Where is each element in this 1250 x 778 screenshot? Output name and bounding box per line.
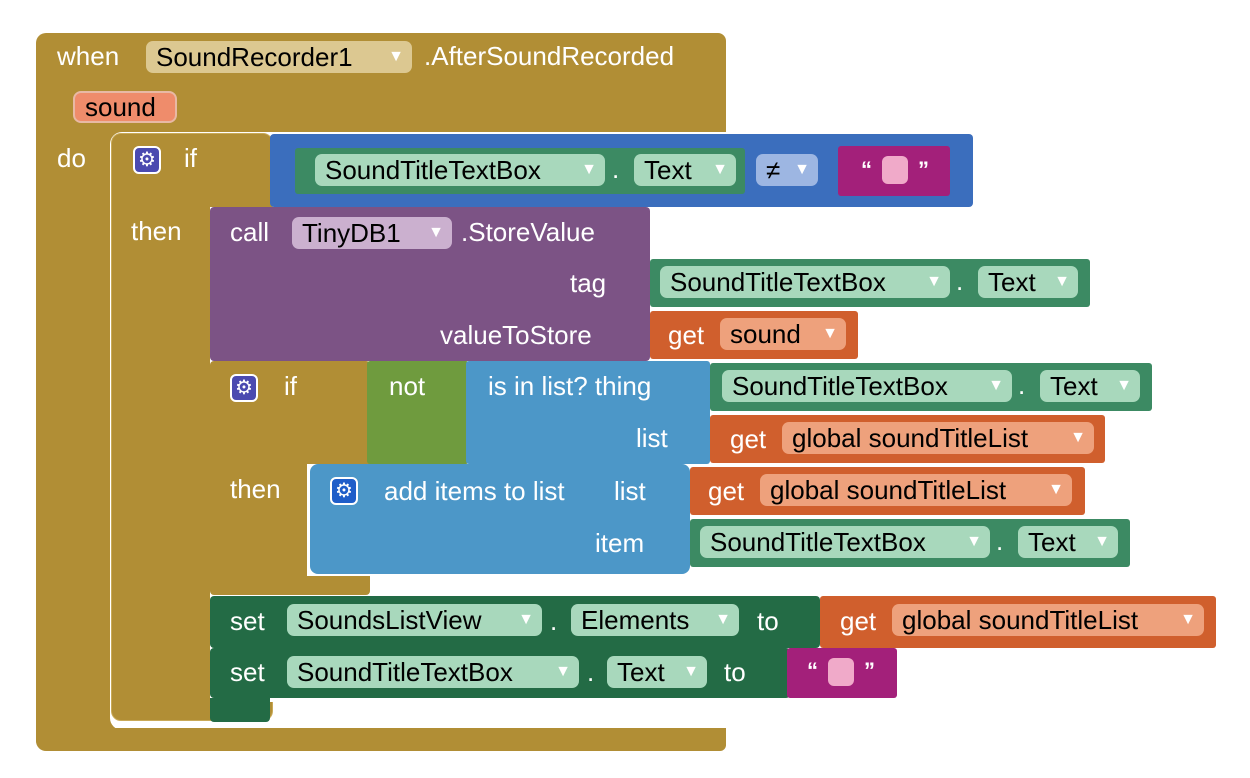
set1-dot: . — [550, 606, 558, 636]
chevron-down-icon: ▼ — [683, 663, 699, 680]
set1-label: set — [230, 606, 265, 636]
chevron-down-icon: ▼ — [1116, 377, 1132, 394]
set2-to-label: to — [724, 657, 746, 687]
cond-dot: . — [612, 154, 620, 184]
event-name: .AfterSoundRecorded — [424, 41, 675, 71]
then1-label: then — [131, 216, 182, 246]
get-label-4: get — [840, 606, 877, 636]
valuetostore-label: valueToStore — [440, 320, 592, 350]
set2-property-dropdown[interactable]: Text▼ — [607, 656, 707, 688]
item-property-dropdown[interactable]: Text▼ — [1018, 526, 1118, 558]
tag-component-dropdown[interactable]: SoundTitleTextBox▼ — [660, 266, 950, 298]
add-list-label: list — [614, 476, 646, 506]
chevron-down-icon: ▼ — [712, 161, 728, 178]
list-label-1: list — [636, 423, 668, 453]
chevron-down-icon: ▼ — [988, 377, 1004, 394]
tag-dot: . — [956, 266, 964, 296]
chevron-down-icon: ▼ — [926, 273, 942, 290]
chevron-down-icon: ▼ — [1054, 273, 1070, 290]
chevron-down-icon: ▼ — [388, 48, 404, 65]
set1-component-dropdown[interactable]: SoundsListView▼ — [287, 604, 542, 636]
gear-icon[interactable]: ⚙ — [330, 477, 358, 505]
event-component-dropdown[interactable]: SoundRecorder1▼ — [146, 41, 412, 73]
list-var-dropdown-3[interactable]: global soundTitleList▼ — [892, 604, 1204, 636]
chevron-down-icon: ▼ — [794, 161, 810, 178]
chevron-down-icon: ▼ — [1048, 481, 1064, 498]
add-item-label: item — [595, 528, 645, 558]
gear-icon[interactable]: ⚙ — [133, 146, 161, 174]
add-items-label: add items to list — [384, 476, 565, 506]
set1-to-label: to — [757, 606, 779, 636]
chevron-down-icon: ▼ — [1180, 611, 1196, 628]
cond-property-dropdown[interactable]: Text▼ — [634, 154, 736, 186]
quote-open: “ — [861, 157, 872, 182]
item-dot: . — [996, 526, 1004, 556]
chevron-down-icon: ▼ — [518, 611, 534, 628]
gear-icon[interactable]: ⚙ — [230, 374, 258, 402]
thing-property-dropdown[interactable]: Text▼ — [1040, 370, 1140, 402]
set2-label: set — [230, 657, 265, 687]
sound-param[interactable]: sound — [73, 91, 177, 123]
chevron-down-icon: ▼ — [715, 611, 731, 628]
quote-close: ” — [918, 157, 929, 182]
method-name: .StoreValue — [461, 217, 595, 247]
tinydb-component-dropdown[interactable]: TinyDB1▼ — [292, 217, 452, 249]
then2-label: then — [230, 474, 281, 504]
compare-op-dropdown[interactable]: ≠▼ — [756, 154, 818, 186]
set-text-tail — [210, 698, 270, 722]
get-label-2: get — [730, 424, 767, 454]
if1-label: if — [184, 143, 197, 173]
list-var-dropdown-2[interactable]: global soundTitleList▼ — [760, 474, 1072, 506]
set2-dot: . — [587, 657, 595, 687]
set2-component-dropdown[interactable]: SoundTitleTextBox▼ — [287, 656, 579, 688]
sound-var-dropdown[interactable]: sound▼ — [720, 318, 846, 350]
cond-component-dropdown[interactable]: SoundTitleTextBox▼ — [315, 154, 605, 186]
chevron-down-icon: ▼ — [1094, 533, 1110, 550]
empty-text-field-2[interactable] — [828, 658, 854, 686]
not-block[interactable] — [367, 361, 469, 464]
tag-label: tag — [570, 268, 607, 298]
chevron-down-icon: ▼ — [581, 161, 597, 178]
is-in-list-label: is in list? thing — [488, 371, 652, 401]
quote-close: ” — [864, 658, 875, 683]
chevron-down-icon: ▼ — [966, 533, 982, 550]
is-in-list-block[interactable] — [466, 361, 710, 464]
thing-component-dropdown[interactable]: SoundTitleTextBox▼ — [722, 370, 1012, 402]
chevron-down-icon: ▼ — [555, 663, 571, 680]
tag-property-dropdown[interactable]: Text▼ — [978, 266, 1078, 298]
do-label: do — [57, 143, 86, 173]
list-var-dropdown-1[interactable]: global soundTitleList▼ — [782, 422, 1094, 454]
get-label-1: get — [668, 320, 705, 350]
when-label: when — [57, 41, 120, 71]
chevron-down-icon: ▼ — [1070, 429, 1086, 446]
thing-dot: . — [1018, 370, 1026, 400]
add-items-block[interactable] — [310, 464, 690, 574]
quote-open: “ — [807, 658, 818, 683]
item-component-dropdown[interactable]: SoundTitleTextBox▼ — [700, 526, 990, 558]
event-bottom-bar — [36, 728, 726, 750]
empty-text-field-1[interactable] — [882, 156, 908, 184]
set1-property-dropdown[interactable]: Elements▼ — [571, 604, 739, 636]
chevron-down-icon: ▼ — [428, 224, 444, 241]
chevron-down-icon: ▼ — [822, 325, 838, 342]
get-label-3: get — [708, 476, 745, 506]
call-label: call — [230, 217, 270, 247]
if2-label: if — [284, 371, 297, 401]
not-label: not — [389, 371, 426, 401]
